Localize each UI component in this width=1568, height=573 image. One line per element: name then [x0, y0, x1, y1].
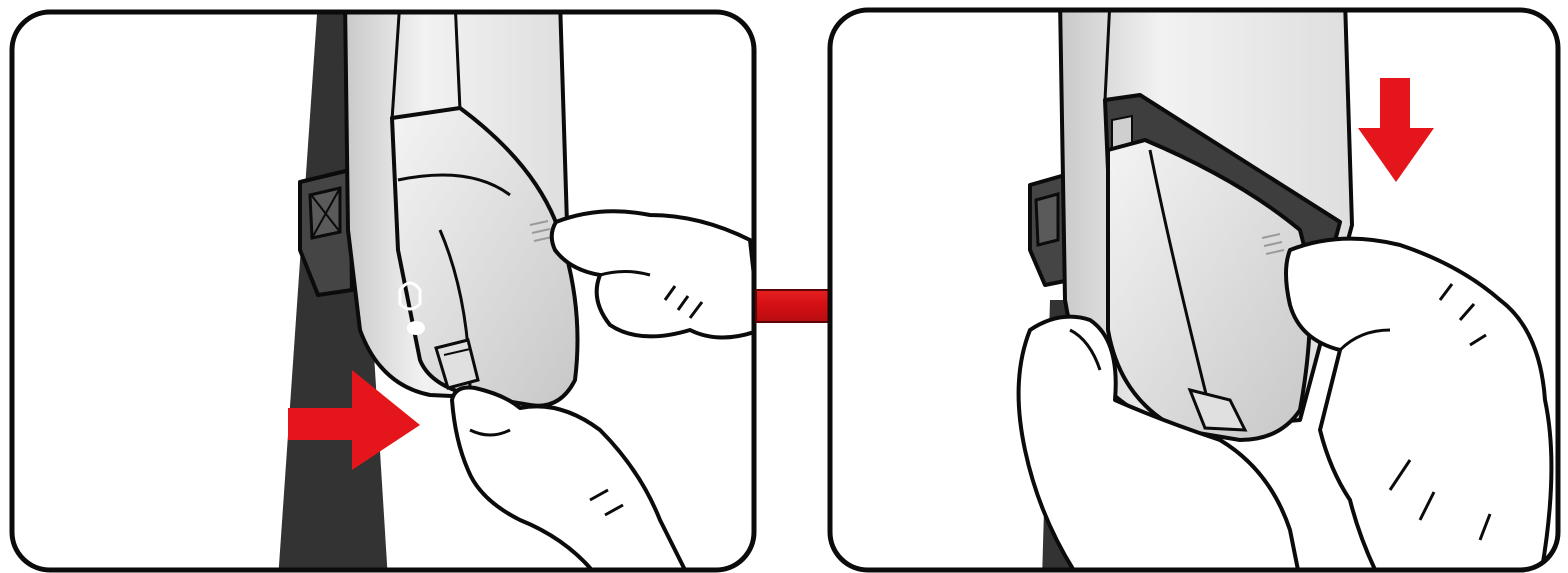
step-2-panel [830, 0, 1558, 573]
step-1-panel [12, 0, 760, 573]
